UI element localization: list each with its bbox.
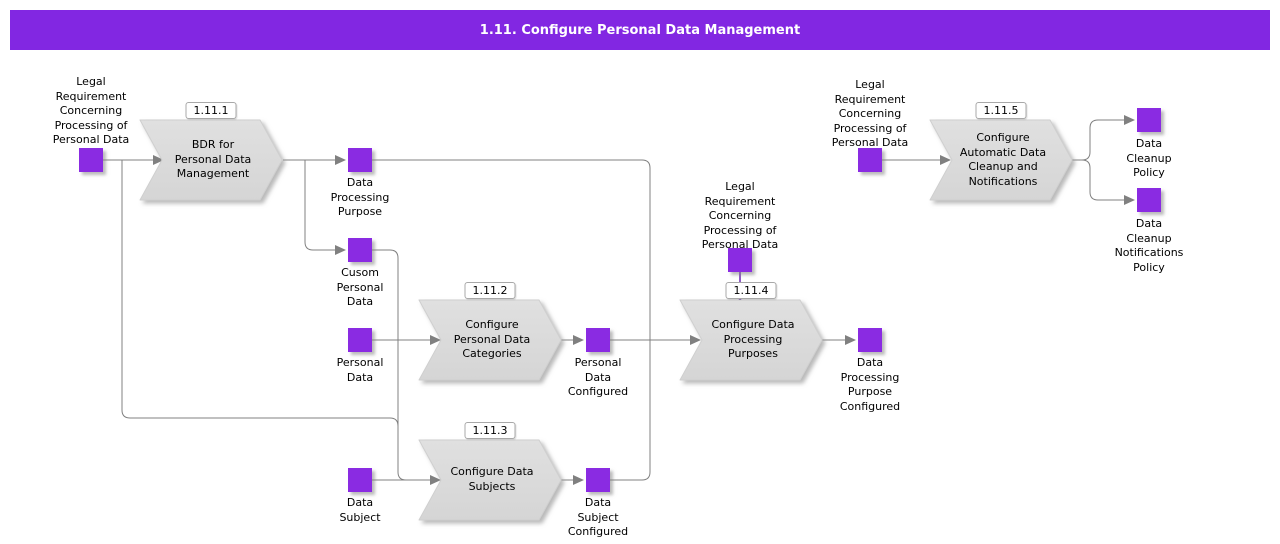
connector-cleanup-to-notifications-policy: [1081, 159, 1135, 205]
process-configure-data-subjects[interactable]: [418, 439, 562, 521]
artifact-icon-data-cleanup-policy[interactable]: [1137, 108, 1161, 132]
artifact-icon-data-processing-purpose-configured[interactable]: [858, 328, 882, 352]
artifact-icon-personal-data[interactable]: [348, 328, 372, 352]
artifact-icon-legal-requirement-3[interactable]: [858, 148, 882, 172]
artifact-icon-data-subject-configured[interactable]: [586, 468, 610, 492]
process-configure-automatic-data-cleanup[interactable]: [929, 119, 1073, 201]
artifact-icon-personal-data-configured[interactable]: [586, 328, 610, 352]
artifact-label-data-processing-purpose-configured: Data Processing Purpose Configured: [839, 356, 901, 413]
artifact-label-legal-requirement-2: Legal Requirement Concerning Processing …: [701, 180, 779, 251]
connector-bdr-to-cusom: [304, 160, 346, 255]
artifact-label-data-subject-configured: Data Subject Configured: [567, 496, 629, 538]
connector-dpp-to-purposes: [372, 159, 651, 340]
artifact-label-personal-data: Personal Data: [336, 356, 384, 384]
connector-subjectconfigured-up: [610, 340, 651, 481]
process-bdr-for-personal-data-management[interactable]: [139, 119, 283, 201]
artifact-label-data-subject: Data Subject: [339, 496, 381, 524]
artifact-label-personal-data-configured: Personal Data Configured: [567, 356, 629, 398]
process-configure-data-processing-purposes[interactable]: [679, 299, 823, 381]
artifact-label-legal-requirement-3: Legal Requirement Concerning Processing …: [831, 78, 909, 149]
artifact-label-data-cleanup-notifications-policy: Data Cleanup Notifications Policy: [1114, 217, 1184, 274]
artifact-icon-legal-requirement-1[interactable]: [79, 148, 103, 172]
badge-1-11-3: 1.11.3: [464, 422, 516, 439]
connector-cleanup-to-policy: [1072, 115, 1135, 161]
badge-1-11-1: 1.11.1: [185, 102, 237, 119]
artifact-label-data-processing-purpose: Data Processing Purpose: [330, 176, 390, 218]
connector-cusom-down: [372, 249, 407, 481]
artifact-icon-data-subject[interactable]: [348, 468, 372, 492]
artifact-icon-cusom-personal-data[interactable]: [348, 238, 372, 262]
page-title: 1.11. Configure Personal Data Management: [479, 22, 801, 38]
artifact-icon-data-cleanup-notifications-policy[interactable]: [1137, 188, 1161, 212]
badge-1-11-2: 1.11.2: [464, 282, 516, 299]
artifact-icon-legal-requirement-2[interactable]: [728, 248, 752, 272]
process-configure-personal-data-categories[interactable]: [418, 299, 562, 381]
header-bar: 1.11. Configure Personal Data Management: [10, 10, 1270, 50]
artifact-label-legal-requirement-1: Legal Requirement Concerning Processing …: [52, 75, 130, 146]
artifact-icon-data-processing-purpose[interactable]: [348, 148, 372, 172]
artifact-label-cusom-personal-data: Cusom Personal Data: [336, 266, 384, 308]
artifact-label-data-cleanup-policy: Data Cleanup Policy: [1126, 137, 1172, 179]
badge-1-11-5: 1.11.5: [975, 102, 1027, 119]
badge-1-11-4: 1.11.4: [725, 282, 777, 299]
